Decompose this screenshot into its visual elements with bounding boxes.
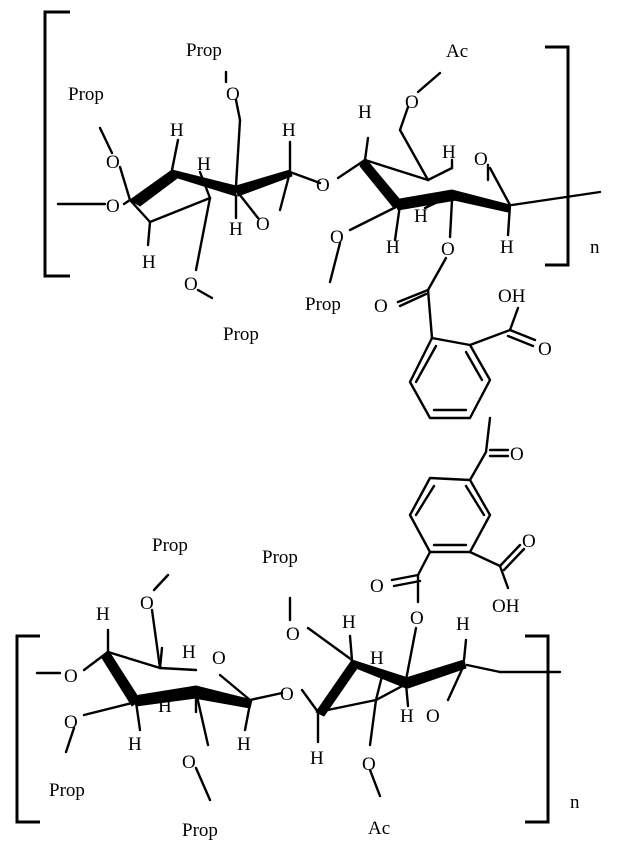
linker-o-4: O [370, 576, 384, 597]
bottom-h-9: H [310, 748, 324, 769]
bottom-prop-label-4: Prop [182, 820, 218, 841]
top-left-ring-front [129, 169, 181, 207]
top-o-5: O [330, 227, 344, 248]
bottom-right-ring-front-3 [405, 659, 467, 689]
top-o-3: O [106, 196, 120, 217]
top-h-8: H [414, 206, 428, 227]
bottom-h-6: H [342, 612, 356, 633]
linker-o-2: O [538, 339, 552, 360]
bottom-repeat-unit: n [15, 535, 580, 841]
linker-oh-2: OH [492, 596, 520, 617]
bottom-prop-label-2: Prop [262, 547, 298, 568]
bottom-h-2: H [182, 642, 196, 663]
top-prop-label-1: Prop [186, 40, 222, 61]
top-right-ring-front-3 [451, 189, 511, 213]
top-h-9: H [386, 237, 400, 258]
linker-o-1: O [374, 296, 388, 317]
top-prop-label-3: Prop [223, 324, 259, 345]
top-h-10: H [500, 237, 514, 258]
bottom-h-3: H [158, 696, 172, 717]
top-left-bracket [43, 10, 70, 278]
bottom-left-ring-front-3 [193, 685, 253, 709]
bottom-ac-label: Ac [368, 818, 390, 839]
bottom-prop-label-1: Prop [152, 535, 188, 556]
bottom-o-3: O [64, 666, 78, 687]
top-o-1: O [226, 84, 240, 105]
top-o-6: O [405, 92, 419, 113]
linker-oh-1: OH [498, 286, 526, 307]
linker-o-3: O [522, 531, 536, 552]
bottom-h-1: H [96, 604, 110, 625]
bottom-h-4: H [128, 734, 142, 755]
bottom-h-8: H [400, 706, 414, 727]
top-o-glycosidic: O [316, 175, 330, 196]
top-h-7: H [442, 142, 456, 163]
linker-o-5: O [410, 608, 424, 629]
top-o-ring-2: O [474, 149, 488, 170]
top-o-ring-1: O [256, 214, 270, 235]
top-ac-label: Ac [446, 41, 468, 62]
top-n-subscript: n [590, 237, 600, 258]
top-repeat-unit: n [43, 10, 602, 345]
top-h-3: H [197, 154, 211, 175]
bottom-n-subscript: n [570, 792, 580, 813]
bottom-o-1: O [140, 593, 154, 614]
bottom-o-glycosidic: O [280, 684, 294, 705]
top-h-1: H [170, 120, 184, 141]
linker-ketone-o: O [510, 444, 524, 465]
bottom-o-2: O [286, 624, 300, 645]
bottom-o-ring-2: O [426, 706, 440, 727]
top-right-bracket [545, 45, 570, 267]
bottom-right-bracket [525, 634, 550, 824]
bottom-left-ring-front [101, 649, 141, 707]
bottom-left-bracket [15, 634, 40, 824]
bottom-o-4: O [64, 712, 78, 733]
top-o-4: O [184, 274, 198, 295]
bottom-h-5: H [237, 734, 251, 755]
top-h-5: H [142, 252, 156, 273]
benzophenone-linker: O OH O O O OH O [370, 256, 552, 629]
top-prop-label-4: Prop [305, 294, 341, 315]
top-prop-label-2: Prop [68, 84, 104, 105]
bottom-h-7: H [370, 648, 384, 669]
top-o-2: O [106, 152, 120, 173]
top-h-6: H [358, 102, 372, 123]
bottom-o-6: O [362, 754, 376, 775]
bottom-prop-label-3: Prop [49, 780, 85, 801]
top-o-ester: O [441, 239, 455, 260]
bottom-o-5: O [182, 752, 196, 773]
bottom-o-ring-1: O [212, 648, 226, 669]
top-h-4: H [229, 219, 243, 240]
top-h-2: H [282, 120, 296, 141]
bottom-h-10: H [456, 614, 470, 635]
